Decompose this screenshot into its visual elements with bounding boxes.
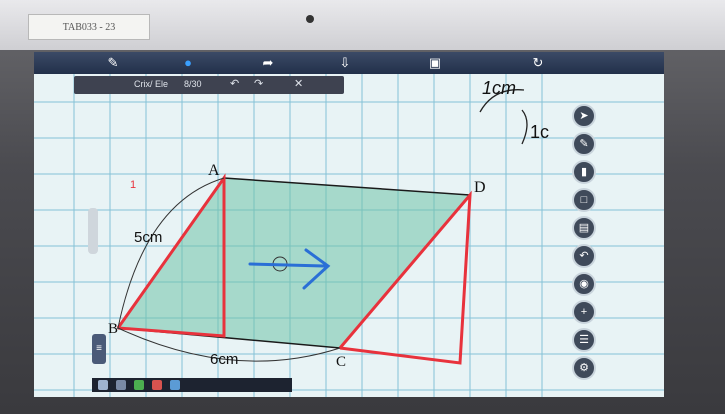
whiteboard-canvas[interactable]: A B C D 5cm 6cm 1cm 1c 1 xyxy=(34,52,664,397)
app-icon[interactable] xyxy=(134,380,144,390)
sub-toolbar: Crix/ Ele 8/30 ↶ ↷ ✕ xyxy=(74,76,344,94)
side-menu-button[interactable]: ≡ xyxy=(92,334,106,364)
top-toolbar: ✎ ● ➦ ⇩ ▣ ↻ xyxy=(34,52,664,74)
label-5cm: 5cm xyxy=(134,229,162,246)
label-b: B xyxy=(108,321,118,337)
page-icon[interactable]: ▤ xyxy=(572,216,596,240)
start-icon[interactable] xyxy=(98,380,108,390)
corner-sketch xyxy=(479,89,528,145)
camera-lens xyxy=(306,15,314,23)
taskbar xyxy=(92,378,292,392)
eraser-icon[interactable]: ▮ xyxy=(572,160,596,184)
refresh-icon[interactable]: ↻ xyxy=(532,55,544,70)
subbar-text-1: Crix/ Ele xyxy=(134,79,169,89)
whiteboard-screen[interactable]: A B C D 5cm 6cm 1cm 1c 1 ✎ ● ➦ ⇩ ▣ ↻ Cri… xyxy=(34,52,664,397)
red-triangle-right xyxy=(338,190,472,365)
record-icon[interactable]: ◉ xyxy=(572,272,596,296)
cursor-icon[interactable]: ➤ xyxy=(572,104,596,128)
undo-icon[interactable]: ↶ xyxy=(572,244,596,268)
eraser-icon[interactable]: ➦ xyxy=(262,55,274,70)
app-icon[interactable] xyxy=(170,380,180,390)
label-1c-side: 1c xyxy=(530,122,549,142)
label-c: C xyxy=(336,354,346,370)
app-icon[interactable] xyxy=(116,380,126,390)
red-triangle-left xyxy=(116,173,226,338)
pen-icon[interactable]: ✎ xyxy=(107,55,119,70)
list-icon[interactable]: ☰ xyxy=(572,328,596,352)
blue-arrow xyxy=(248,248,331,290)
settings-icon[interactable]: ⚙ xyxy=(572,356,596,380)
export-icon[interactable]: ▣ xyxy=(428,55,442,70)
label-1cm-top: 1cm xyxy=(482,78,516,98)
color-icon[interactable]: ● xyxy=(184,55,192,70)
asset-tag-sticker: TAB033 - 23 xyxy=(28,14,150,40)
app-icon[interactable] xyxy=(152,380,162,390)
label-a: A xyxy=(208,162,220,179)
subbar-text-2: 8/30 xyxy=(184,79,202,89)
parallelogram-fill xyxy=(118,178,470,348)
small-red-mark: 1 xyxy=(130,179,136,191)
add-icon[interactable]: + xyxy=(572,300,596,324)
save-icon[interactable]: ⇩ xyxy=(339,55,351,70)
undo-icon[interactable]: ↶ xyxy=(230,78,240,90)
arc-bottom xyxy=(117,327,341,362)
label-d: D xyxy=(474,179,486,196)
redo-icon[interactable]: ↷ xyxy=(254,78,264,90)
arc-top xyxy=(117,177,225,329)
pen-icon[interactable]: ✎ xyxy=(572,132,596,156)
right-tool-strip: ➤ ✎ ▮ □ ▤ ↶ ◉ + ☰ ⚙ xyxy=(566,104,600,397)
shape-icon[interactable]: □ xyxy=(572,188,596,212)
left-panel-handle[interactable] xyxy=(88,208,98,254)
label-6cm: 6cm xyxy=(210,351,238,368)
close-icon[interactable]: ✕ xyxy=(294,78,304,90)
